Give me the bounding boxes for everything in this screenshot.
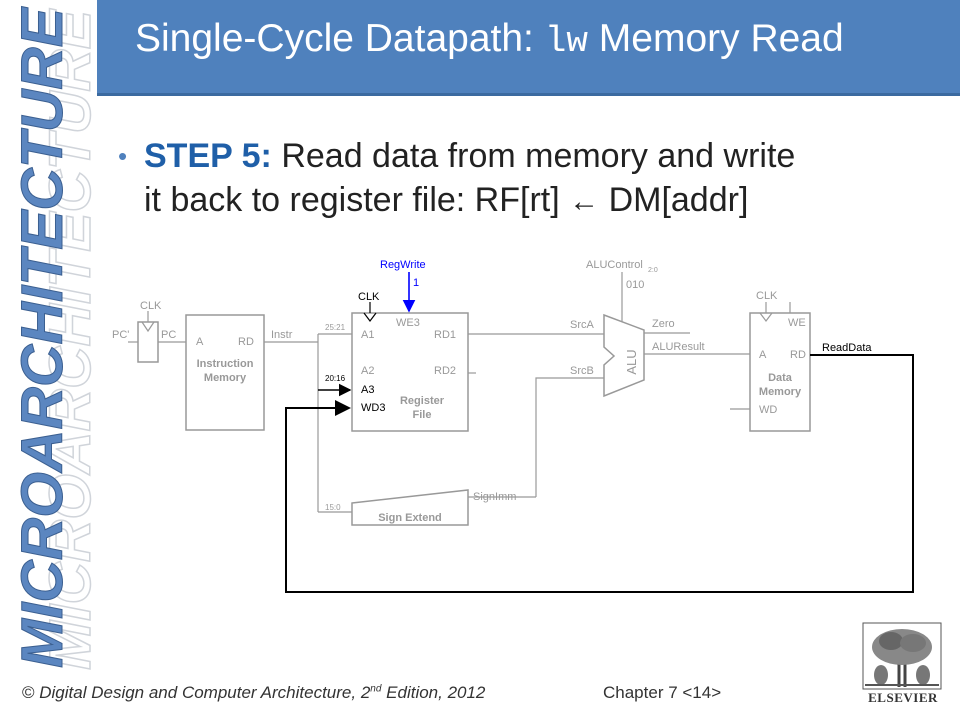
zero-label: Zero bbox=[652, 318, 675, 330]
edition-sup: nd bbox=[370, 683, 382, 695]
pc-clk-label: CLK bbox=[140, 300, 162, 312]
readdata-path: ReadData bbox=[285, 342, 914, 593]
pc-register: CLK PC' PC bbox=[112, 300, 186, 363]
title-bar bbox=[97, 0, 960, 96]
bullet-text: STEP 5: Read data from memory and write … bbox=[144, 134, 924, 224]
a1-label: A1 bbox=[361, 329, 374, 341]
rd1-label: RD1 bbox=[434, 329, 456, 341]
register-file: CLK WE3 A1 A2 A3 WD3 RD1 RD2 Register Fi… bbox=[351, 291, 469, 432]
slide-title: Single-Cycle Datapath: lw Memory Read bbox=[135, 17, 935, 62]
rt-path: 20:16 bbox=[318, 374, 352, 397]
dm-clk-label: CLK bbox=[756, 290, 778, 302]
sidebar-title-shadow: MICROARCHITECTURE bbox=[38, 8, 100, 670]
sidebar-title-text: MICROARCHITECTURE bbox=[10, 6, 75, 668]
imem-title-1: Instruction bbox=[197, 358, 254, 370]
left-arrow-icon: ← bbox=[569, 185, 600, 218]
edition-post: Edition, 2012 bbox=[381, 683, 486, 702]
sidebar-title: MICROARCHITECTURE MICROARCHITECTURE bbox=[10, 5, 101, 671]
bits-15-0: 15:0 bbox=[325, 503, 341, 512]
bullet-line2b: DM[addr] bbox=[599, 181, 749, 219]
a2-label: A2 bbox=[361, 365, 374, 377]
dm-wd-label: WD bbox=[759, 404, 777, 416]
regwrite-signal: RegWrite 1 bbox=[380, 259, 426, 313]
instr-bus bbox=[264, 333, 352, 513]
instr-label: Instr bbox=[271, 329, 293, 341]
elsevier-logo-text: ELSEVIER bbox=[868, 690, 938, 705]
signimm-label: SignImm bbox=[473, 491, 516, 503]
edition-pre: , 2 bbox=[351, 683, 371, 702]
pc-prime-label: PC' bbox=[112, 329, 129, 341]
bits-25-21: 25:21 bbox=[325, 323, 346, 332]
dm-title-2: Memory bbox=[759, 386, 802, 398]
book-title: Digital Design and Computer Architecture bbox=[39, 683, 352, 702]
alu-label: ALU bbox=[624, 349, 639, 374]
dm-rd-label: RD bbox=[790, 349, 806, 361]
pc-label: PC bbox=[161, 329, 176, 341]
dm-title-1: Data bbox=[768, 372, 793, 384]
alucontrol-label: ALUControl bbox=[586, 259, 643, 271]
instruction-memory: A RD Instruction Memory bbox=[185, 314, 265, 431]
imem-title-2: Memory bbox=[204, 372, 247, 384]
alucontrol-value: 010 bbox=[626, 279, 644, 291]
alucontrol-signal: ALUControl 2:0 010 bbox=[586, 259, 658, 324]
title-prefix: Single-Cycle Datapath: bbox=[135, 17, 545, 60]
srca-label: SrcA bbox=[570, 319, 595, 331]
aluresult-label: ALUResult bbox=[652, 341, 705, 353]
srcb-label: SrcB bbox=[570, 365, 594, 377]
we3-label: WE3 bbox=[396, 317, 420, 329]
alucontrol-sub: 2:0 bbox=[648, 267, 658, 274]
sign-extend: Sign Extend bbox=[351, 489, 469, 526]
rf-title-1: Register bbox=[400, 395, 445, 407]
rd2-label: RD2 bbox=[434, 365, 456, 377]
sign-extend-label: Sign Extend bbox=[378, 512, 442, 524]
a3-label: A3 bbox=[361, 384, 374, 396]
elsevier-logo bbox=[862, 622, 942, 690]
rf-title-2: File bbox=[413, 409, 432, 421]
regwrite-label: RegWrite bbox=[380, 259, 426, 271]
imem-a-label: A bbox=[196, 336, 204, 348]
copyright-symbol: © bbox=[22, 683, 40, 702]
readdata-label: ReadData bbox=[822, 342, 872, 354]
title-suffix: Memory Read bbox=[587, 17, 844, 60]
bullet-line1: Read data from memory and write bbox=[271, 137, 796, 175]
bits-20-16: 20:16 bbox=[325, 374, 346, 383]
imem-rd-label: RD bbox=[238, 336, 254, 348]
rf-clk-label: CLK bbox=[358, 291, 380, 303]
regwrite-value: 1 bbox=[413, 277, 419, 289]
step-label: STEP 5: bbox=[144, 137, 272, 175]
bullet-line2a: it back to register file: RF[rt] bbox=[144, 181, 570, 219]
dm-a-label: A bbox=[759, 349, 767, 361]
chapter-label: Chapter 7 <14> bbox=[603, 683, 722, 702]
wd3-label: WD3 bbox=[361, 402, 385, 414]
alu-inputs bbox=[468, 333, 604, 498]
footer-citation: © Digital Design and Computer Architectu… bbox=[22, 683, 485, 703]
title-code: lw bbox=[544, 21, 588, 62]
data-memory: CLK WE A RD Data Memory WD bbox=[730, 290, 811, 432]
dm-we-label: WE bbox=[788, 317, 806, 329]
bullet-dot: • bbox=[118, 141, 128, 171]
alu: ALU bbox=[603, 313, 645, 398]
